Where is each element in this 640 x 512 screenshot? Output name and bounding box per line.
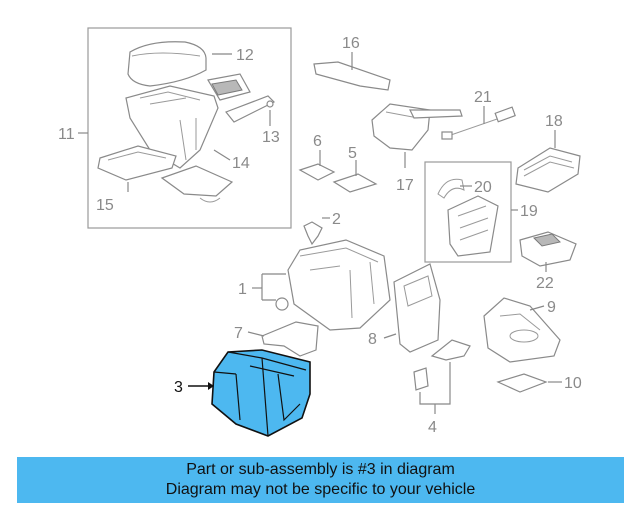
usb-group-frame [424,161,512,263]
callout-5: 5 [348,145,357,162]
callout-22: 22 [536,275,554,292]
usb-cable [441,106,516,140]
switch-22 [519,231,577,267]
armrest-lid [127,41,207,87]
console-body [287,239,391,331]
banner-line-1: Part or sub-assembly is #3 in diagram [186,461,455,478]
callout-15: 15 [96,197,114,214]
armrest-base [125,85,219,169]
parts-diagram: 11 12 13 14 15 16 [58,27,582,437]
bracket-7 [261,321,319,357]
armrest-group-frame [87,27,292,229]
callout-21: 21 [474,89,492,106]
callout-3: 3 [174,379,183,396]
banner-line-2: Diagram may not be specific to your vehi… [165,481,476,498]
callout-7: 7 [234,325,243,342]
callout-16: 16 [342,35,360,52]
console-handle [313,61,391,91]
mat-10 [496,373,548,393]
callout-8: 8 [368,331,377,348]
callout-9: 9 [547,299,556,316]
info-banner: Part or sub-assembly is #3 in diagram Di… [17,457,624,503]
rear-panel [393,263,441,353]
callout-6: 6 [313,133,322,150]
callout-13: 13 [262,129,280,146]
usb-port-assembly [437,178,499,257]
callout-1: 1 [238,281,247,298]
callout-11: 11 [58,126,75,143]
console-bracket [371,103,463,151]
armrest-mat [160,165,234,203]
cupholder-9 [483,297,561,363]
callout-17: 17 [396,177,414,194]
callout-19: 19 [520,203,538,220]
callout-14: 14 [232,155,250,172]
armrest-hinge [207,73,251,101]
callout-10: 10 [564,375,582,392]
armrest-tray [97,145,177,181]
callout-12: 12 [236,47,254,64]
control-module [515,147,581,193]
panel-5 [332,173,378,193]
callout-20: 20 [474,179,492,196]
panel-6 [298,163,336,181]
armrest-bracket [225,95,276,123]
callout-2: 2 [332,211,341,228]
callout-18: 18 [545,113,563,130]
clip-2 [303,221,323,246]
highlighted-part-3 [211,349,311,437]
fasteners-4 [413,339,471,391]
callout-4: 4 [428,419,437,436]
